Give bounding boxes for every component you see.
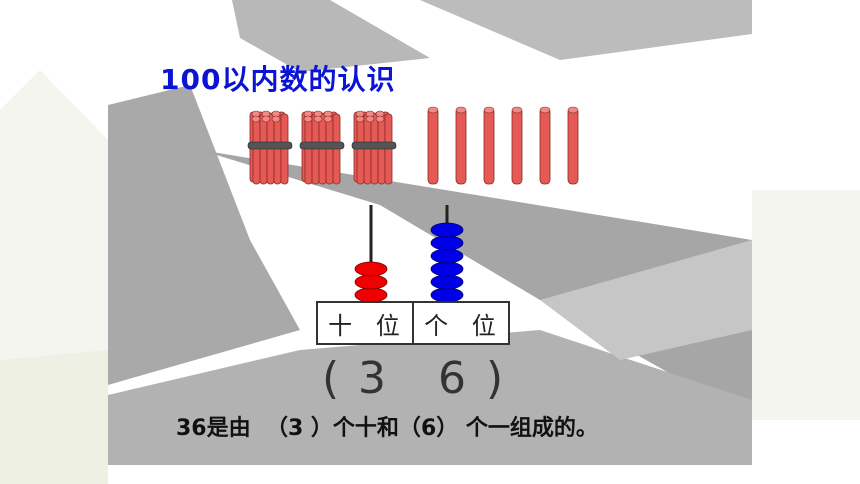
tens-place-label: 十 位 bbox=[328, 311, 408, 340]
single-stick bbox=[455, 106, 467, 185]
single-stick bbox=[539, 106, 551, 185]
counting-sticks bbox=[247, 106, 579, 185]
composition-sentence: 36是由 （3 ）个十和（6） 个一组成的。 bbox=[176, 410, 598, 442]
abacus bbox=[354, 205, 464, 303]
top-grey-shape bbox=[232, 0, 430, 72]
answer-open-paren: ( bbox=[322, 353, 340, 404]
single-stick bbox=[567, 106, 579, 185]
tens-bead bbox=[354, 274, 388, 290]
sentence-ones: 6 bbox=[420, 416, 437, 441]
sentence-tens: 3 bbox=[287, 416, 304, 441]
right-faint-shape bbox=[752, 190, 860, 420]
ones-bead bbox=[430, 287, 464, 303]
ones-bead bbox=[430, 261, 464, 277]
sentence-part1: 是由 （ bbox=[206, 416, 288, 441]
bundle-of-ten bbox=[351, 110, 397, 185]
sentence-part3: ） 个一组成的。 bbox=[436, 416, 598, 441]
tens-bead bbox=[354, 261, 388, 277]
answer-ones-digit: 6 bbox=[438, 353, 466, 404]
ones-bead bbox=[430, 274, 464, 290]
left-faint-shape-lower bbox=[0, 350, 108, 484]
bundle-of-ten bbox=[299, 110, 345, 185]
single-stick bbox=[511, 106, 523, 185]
sentence-number: 36 bbox=[176, 416, 207, 441]
right-light-shape bbox=[540, 240, 752, 360]
top-right-grey-shape bbox=[420, 0, 752, 60]
ones-bead bbox=[430, 235, 464, 251]
ones-bead bbox=[430, 248, 464, 264]
answer-close-paren: ) bbox=[486, 353, 504, 404]
left-faint-shape bbox=[0, 70, 108, 360]
sentence-part2: ）个十和（ bbox=[303, 416, 421, 441]
bundle-of-ten bbox=[247, 110, 293, 185]
slide-title: 100以内数的认识 bbox=[160, 63, 396, 96]
center-grey-shape bbox=[200, 150, 752, 420]
place-value-table: 十 位 个 位 bbox=[316, 301, 510, 345]
ones-place-label: 个 位 bbox=[412, 303, 508, 343]
bottom-grey-shape bbox=[108, 330, 752, 465]
left-grey-shape bbox=[108, 85, 300, 385]
single-stick bbox=[427, 106, 439, 185]
ones-bead bbox=[430, 222, 464, 238]
single-stick bbox=[483, 106, 495, 185]
tens-bead bbox=[354, 287, 388, 303]
answer-tens-digit: 3 bbox=[358, 353, 386, 404]
